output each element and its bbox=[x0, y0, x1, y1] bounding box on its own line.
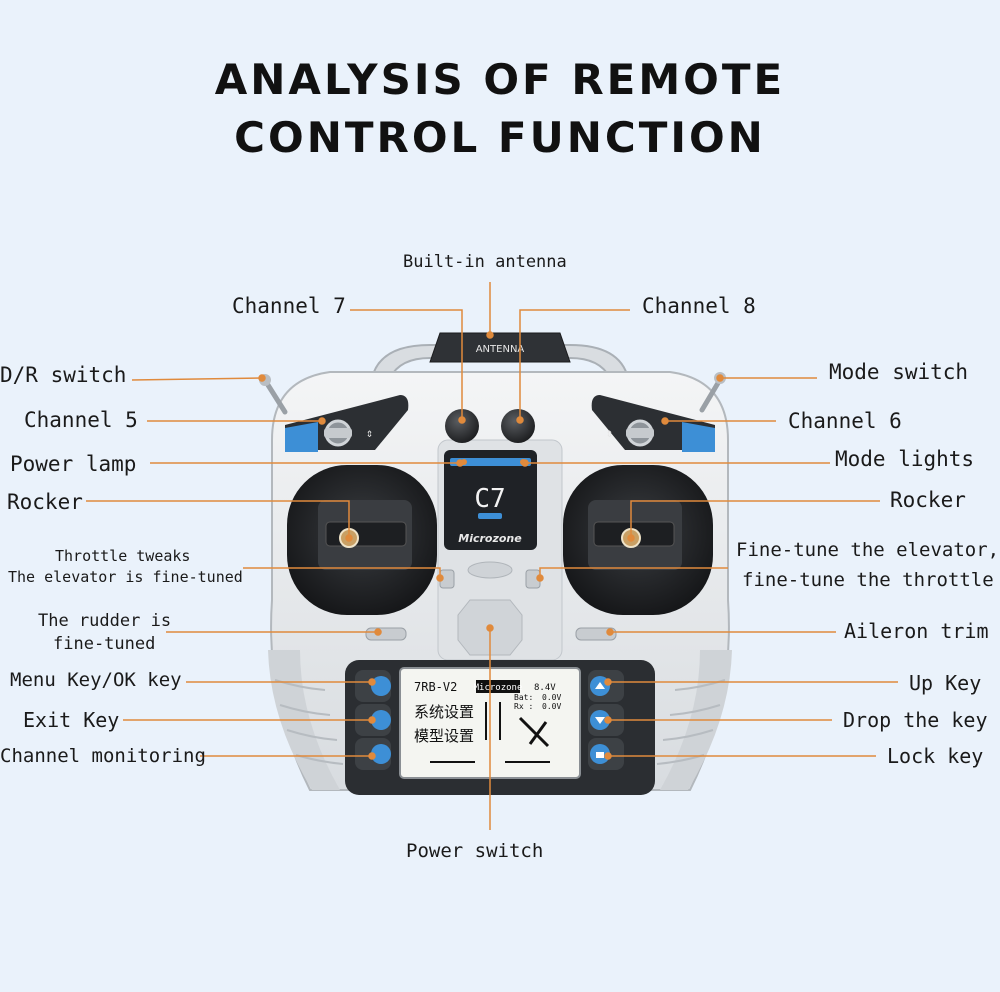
aileron-trim[interactable] bbox=[575, 627, 617, 641]
label-rocker-right: Rocker bbox=[890, 488, 966, 512]
label-channel-5: Channel 5 bbox=[24, 408, 138, 432]
right-blue-tab bbox=[682, 422, 715, 452]
label-menu-ok-key: Menu Key/OK key bbox=[10, 669, 182, 691]
label-power-lamp: Power lamp bbox=[10, 452, 137, 476]
left-blue-tab bbox=[285, 422, 318, 452]
label-exit-key: Exit Key bbox=[23, 708, 120, 732]
label-fine-tune-1: Fine-tune the elevator, bbox=[736, 539, 1000, 561]
label-power-switch: Power switch bbox=[406, 840, 544, 862]
up-key[interactable] bbox=[588, 670, 624, 702]
label-lock-key: Lock key bbox=[887, 744, 984, 768]
label-dr-switch: D/R switch bbox=[0, 363, 127, 387]
left-rocker[interactable] bbox=[287, 465, 437, 615]
svg-text:⇕: ⇕ bbox=[366, 426, 373, 440]
label-rudder-1: The rudder is bbox=[38, 611, 172, 631]
channel6-switch[interactable]: ⇕ bbox=[606, 419, 654, 447]
svg-text:⇕: ⇕ bbox=[606, 426, 613, 440]
antenna-cap: ANTENNA bbox=[429, 332, 571, 363]
label-rocker-left: Rocker bbox=[7, 490, 83, 514]
label-fine-tune-2: fine-tune the throttle bbox=[742, 569, 994, 591]
channel8-knob[interactable] bbox=[501, 409, 535, 443]
lcd-bat-value: 0.0V bbox=[542, 693, 561, 702]
label-aileron-trim: Aileron trim bbox=[844, 619, 989, 643]
lcd-bat-label: Bat: bbox=[514, 693, 533, 702]
lcd-brand: Microzone bbox=[474, 683, 523, 693]
lcd-rx-value: 0.0V bbox=[542, 702, 561, 711]
right-rocker[interactable] bbox=[563, 465, 713, 615]
label-mode-lights: Mode lights bbox=[835, 447, 975, 471]
label-mode-switch: Mode switch bbox=[829, 360, 969, 384]
label-rudder-2: fine-tuned bbox=[53, 634, 156, 654]
model-name: C7 bbox=[474, 484, 505, 514]
label-channel-monitoring: Channel monitoring bbox=[0, 745, 206, 767]
channel5-switch[interactable]: ⇕ bbox=[324, 419, 373, 447]
lcd-plane-icon bbox=[518, 716, 550, 748]
lcd-voltage: 8.4V bbox=[534, 683, 556, 693]
lcd-rx-label: Rx : bbox=[514, 702, 533, 711]
rudder-trim[interactable] bbox=[365, 627, 407, 641]
label-up-key: Up Key bbox=[909, 671, 982, 695]
antenna-cap-label: ANTENNA bbox=[476, 344, 525, 355]
label-channel-6: Channel 6 bbox=[788, 409, 902, 433]
callout-lines bbox=[86, 282, 898, 830]
title-line-1: ANALYSIS OF REMOTE bbox=[214, 55, 786, 104]
lcd-firmware: 7RB-V2 bbox=[414, 680, 457, 694]
label-drop-key: Drop the key bbox=[843, 708, 988, 732]
lcd-menu-model: 模型设置 bbox=[414, 727, 474, 745]
channel7-knob[interactable] bbox=[445, 409, 479, 443]
label-channel-8: Channel 8 bbox=[642, 294, 756, 318]
brand-logo: Microzone bbox=[458, 532, 522, 545]
center-emblem bbox=[467, 561, 513, 579]
lcd-menu-system: 系统设置 bbox=[414, 703, 474, 721]
menu-ok-key[interactable] bbox=[355, 670, 391, 702]
label-channel-7: Channel 7 bbox=[232, 294, 346, 318]
center-display: C7 Microzone bbox=[444, 450, 537, 550]
title-line-2: CONTROL FUNCTION bbox=[234, 113, 766, 162]
label-built-in-antenna: Built-in antenna bbox=[403, 252, 567, 272]
label-throttle-tweaks-2: The elevator is fine-tuned bbox=[8, 568, 243, 586]
label-throttle-tweaks-1: Throttle tweaks bbox=[55, 547, 191, 565]
